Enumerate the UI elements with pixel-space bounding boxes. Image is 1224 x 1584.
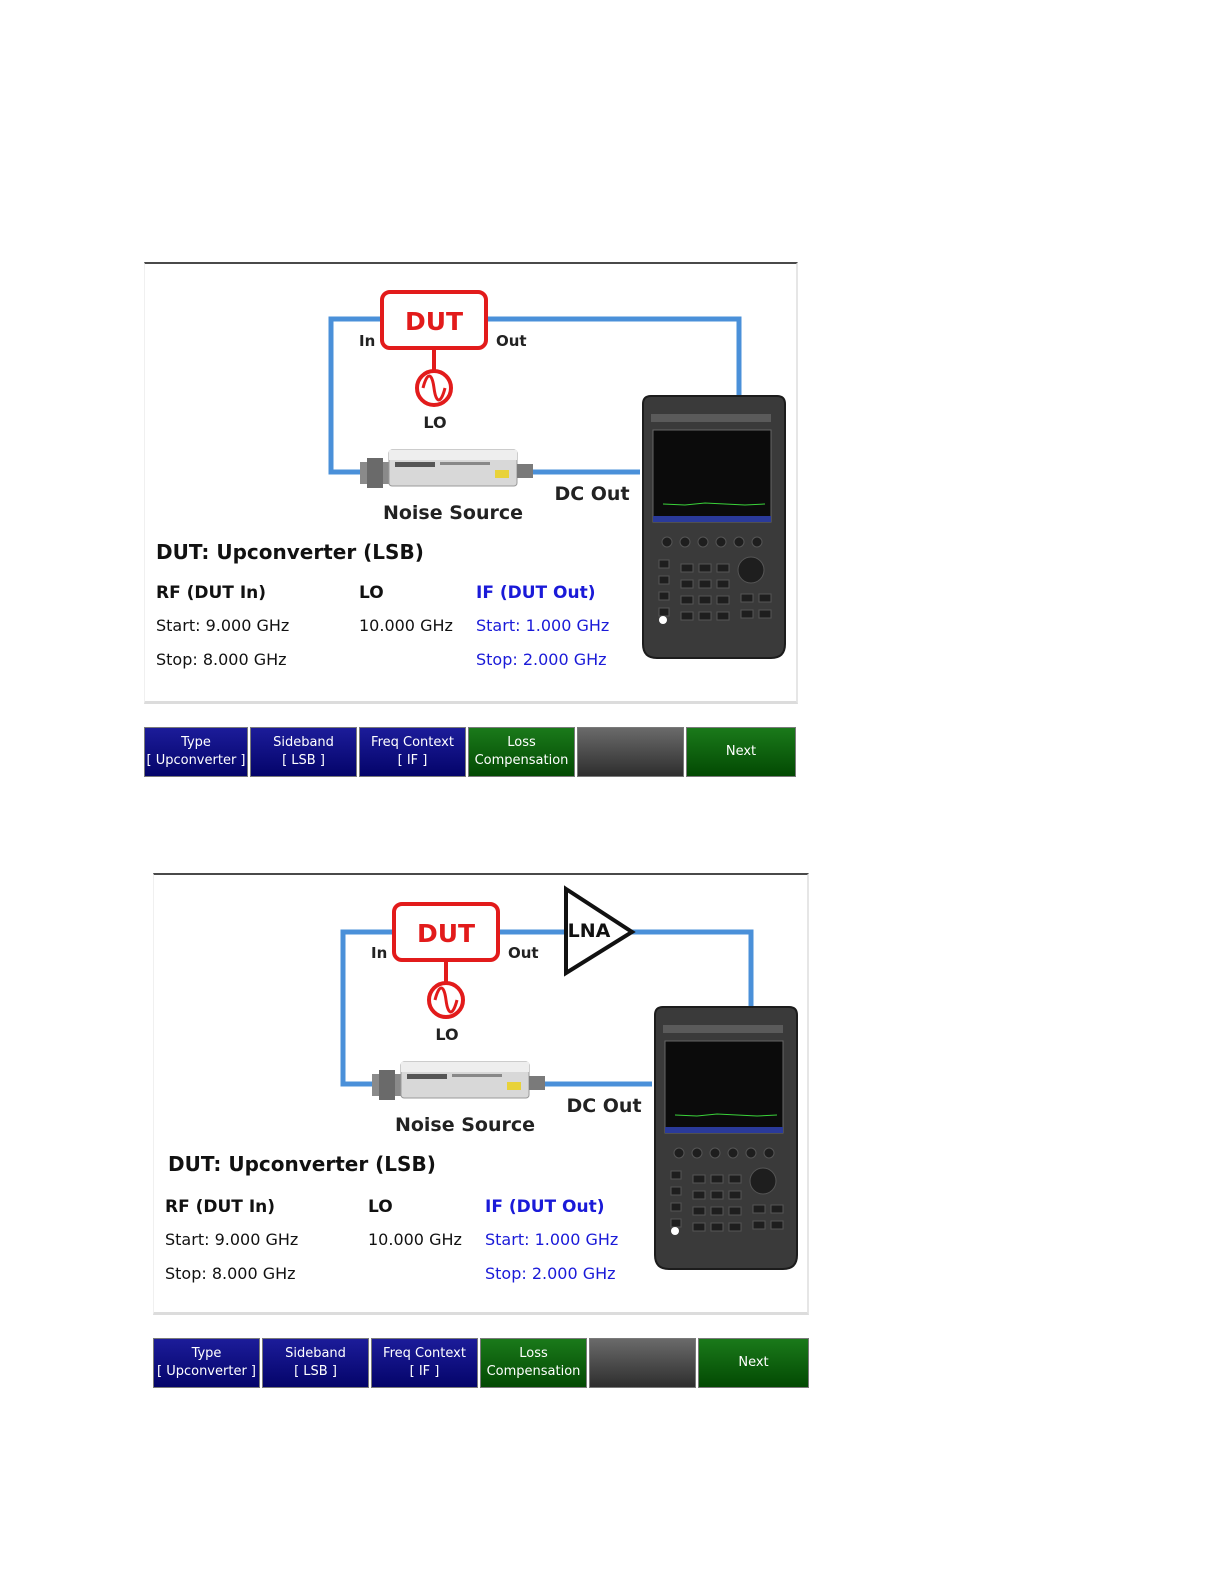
softkey-type[interactable]: Type [ Upconverter ]	[144, 727, 248, 777]
diagram-panel: DUT In Out LO Noise Source DC O	[144, 262, 798, 704]
noise-source-icon	[372, 1061, 545, 1100]
noise-source-label: Noise Source	[383, 502, 523, 524]
setup-screen-2: DUT In Out LNA LO	[153, 873, 809, 1391]
rf-header: RF (DUT In)	[156, 583, 267, 603]
softkey-sideband[interactable]: Sideband [ LSB ]	[262, 1338, 369, 1388]
lo-header: LO	[359, 583, 384, 603]
lo-source-icon	[427, 981, 465, 1019]
noise-source-label: Noise Source	[395, 1114, 535, 1136]
cable-dut-in	[328, 316, 382, 475]
dc-out-label: DC Out	[554, 483, 629, 505]
lo-header: LO	[368, 1197, 393, 1217]
in-label: In	[359, 332, 375, 350]
dc-out-label: DC Out	[566, 1095, 641, 1117]
if-start: Start: 1.000 GHz	[476, 616, 610, 635]
softkey-bar: Type [ Upconverter ] Sideband [ LSB ] Fr…	[144, 727, 798, 777]
out-label: Out	[496, 332, 527, 350]
rf-start: Start: 9.000 GHz	[165, 1230, 299, 1249]
softkey-type[interactable]: Type [ Upconverter ]	[153, 1338, 260, 1388]
cable-dut-out	[487, 316, 742, 404]
lna-label: LNA	[568, 920, 611, 942]
analyzer-icon	[642, 395, 786, 659]
out-label: Out	[508, 944, 539, 962]
dut-label: DUT	[417, 919, 475, 948]
lo-source-icon	[415, 369, 453, 407]
cable-lna-out	[632, 929, 754, 1015]
softkey-bar: Type [ Upconverter ] Sideband [ LSB ] Fr…	[153, 1338, 809, 1388]
rf-start: Start: 9.000 GHz	[156, 616, 290, 635]
rf-stop: Stop: 8.000 GHz	[165, 1264, 296, 1283]
softkey-sideband[interactable]: Sideband [ LSB ]	[250, 727, 357, 777]
if-stop: Stop: 2.000 GHz	[476, 650, 607, 669]
softkey-loss-compensation[interactable]: Loss Compensation	[480, 1338, 587, 1388]
dut-type-title: DUT: Upconverter (LSB)	[168, 1152, 436, 1176]
cable-dut-in	[340, 929, 394, 1087]
analyzer-icon	[654, 1006, 798, 1270]
lna-amplifier-icon	[564, 885, 636, 977]
in-label: In	[371, 944, 387, 962]
connection-diagram: DUT In Out LO Noise Source DC O	[328, 290, 786, 659]
softkey-freq-context[interactable]: Freq Context [ IF ]	[359, 727, 466, 777]
if-header: IF (DUT Out)	[476, 583, 596, 603]
connection-diagram: DUT In Out LNA LO	[340, 885, 798, 1270]
rf-header: RF (DUT In)	[165, 1197, 276, 1217]
lo-label: LO	[435, 1025, 458, 1044]
diagram-panel: DUT In Out LNA LO	[153, 873, 809, 1315]
lo-label: LO	[423, 413, 446, 432]
setup-screen-1: DUT In Out LO Noise Source DC O	[144, 262, 798, 780]
noise-source-icon	[360, 449, 533, 488]
lo-value: 10.000 GHz	[359, 616, 453, 635]
softkey-freq-context[interactable]: Freq Context [ IF ]	[371, 1338, 478, 1388]
lo-value: 10.000 GHz	[368, 1230, 462, 1249]
dut-label: DUT	[405, 307, 463, 336]
if-header: IF (DUT Out)	[485, 1197, 605, 1217]
dut-type-title: DUT: Upconverter (LSB)	[156, 540, 424, 564]
if-start: Start: 1.000 GHz	[485, 1230, 619, 1249]
softkey-blank[interactable]	[589, 1338, 696, 1388]
softkey-loss-compensation[interactable]: Loss Compensation	[468, 727, 575, 777]
softkey-next[interactable]: Next	[698, 1338, 809, 1388]
rf-stop: Stop: 8.000 GHz	[156, 650, 287, 669]
softkey-blank[interactable]	[577, 727, 684, 777]
softkey-next[interactable]: Next	[686, 727, 796, 777]
if-stop: Stop: 2.000 GHz	[485, 1264, 616, 1283]
